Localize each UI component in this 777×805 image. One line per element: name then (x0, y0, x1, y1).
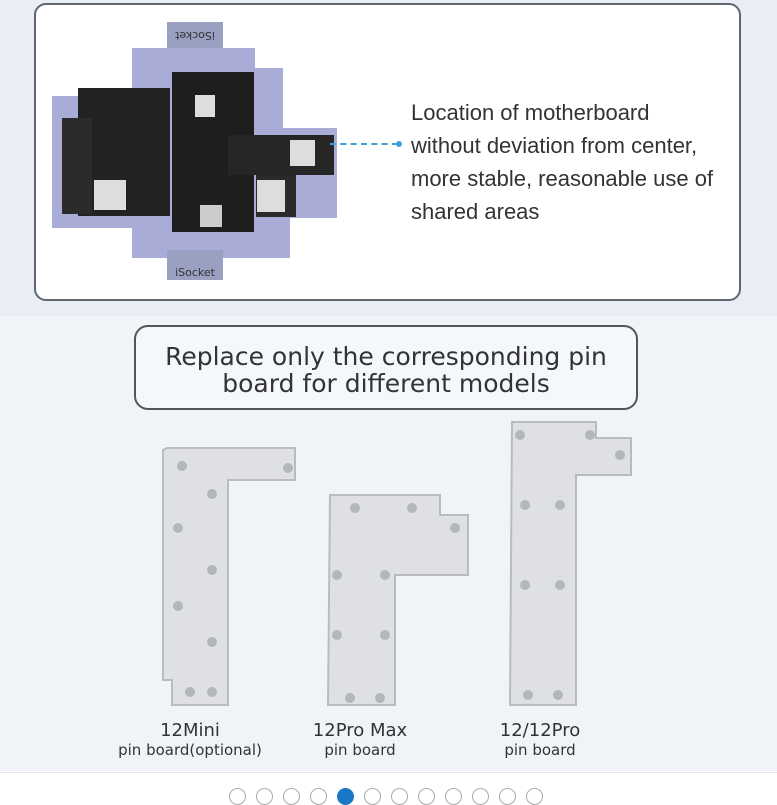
heading-line: board for different models (222, 369, 550, 398)
pin-boards-image (162, 421, 632, 706)
socket-label-top: iSocket (174, 29, 215, 42)
pin-board-12mini (162, 447, 296, 706)
pointer-line (330, 141, 402, 147)
heading-line: Replace only the corresponding pin (165, 342, 607, 371)
feature-description: Location of motherboard without deviatio… (411, 96, 741, 228)
description-line: more stable, reasonable use of (411, 166, 714, 191)
section-heading: Replace only the corresponding pin board… (134, 325, 638, 410)
description-line: shared areas (411, 199, 540, 224)
carousel-pagination (0, 772, 777, 805)
board-label-12promax: 12Pro Max pin board (280, 720, 440, 759)
board-sub: pin board(optional) (118, 741, 262, 759)
board-sub: pin board (324, 741, 396, 759)
board-label-12-12pro: 12/12Pro pin board (460, 720, 620, 759)
pin-board-12promax (326, 494, 469, 706)
board-model: 12/12Pro (499, 720, 581, 741)
motherboard-fixture-image: iSocket iSocket (52, 22, 337, 280)
description-line: without deviation from center, (411, 133, 698, 158)
board-model: 12Mini (160, 720, 220, 741)
board-label-12mini: 12Mini pin board(optional) (100, 720, 280, 759)
description-line: Location of motherboard (411, 100, 650, 125)
board-sub: pin board (504, 741, 576, 759)
pin-board-12-12pro (508, 421, 632, 706)
socket-label-bottom: iSocket (175, 266, 216, 279)
board-model: 12Pro Max (312, 720, 408, 741)
